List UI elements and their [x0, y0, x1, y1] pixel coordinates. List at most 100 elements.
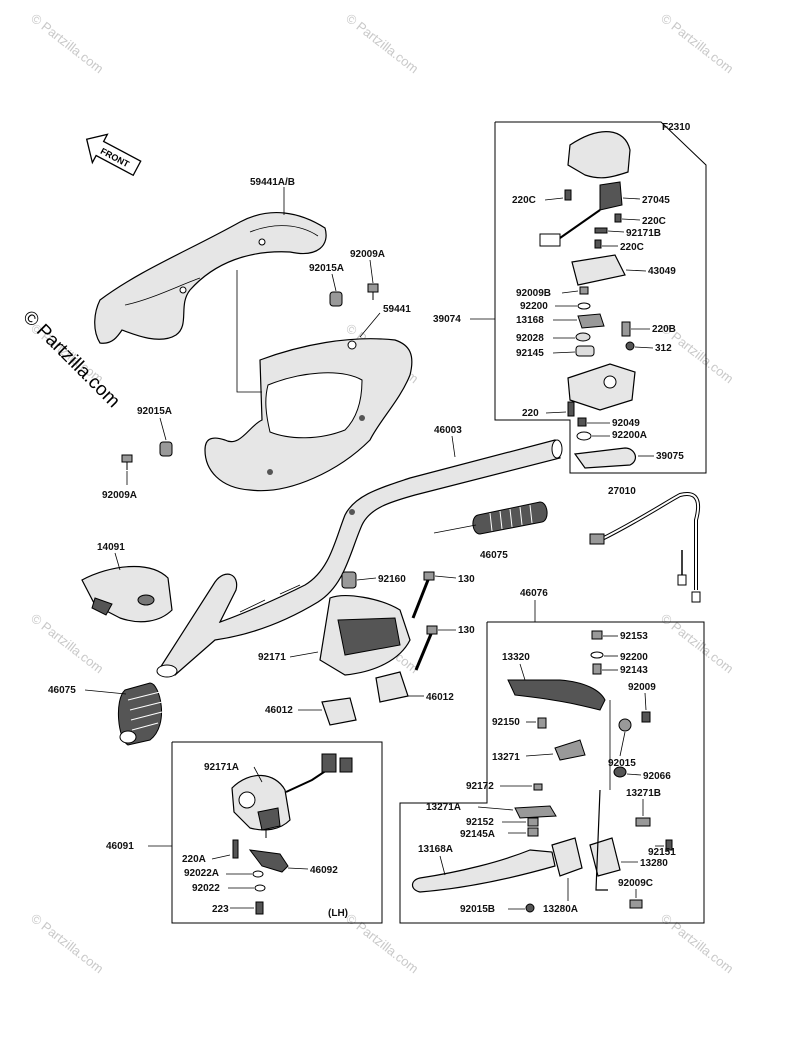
collar-92015a-top — [329, 291, 343, 307]
label-92009: 92009 — [628, 682, 656, 693]
collar-92143 — [592, 663, 602, 675]
label-220c-b: 220C — [642, 216, 666, 227]
handlebar-cover-59441ab — [94, 211, 327, 344]
spring-92145a — [527, 827, 539, 837]
label-92200-top: 92200 — [520, 301, 548, 312]
label-92015: 92015 — [608, 758, 636, 769]
label-92143: 92143 — [620, 665, 648, 676]
collar-92015a-left — [159, 441, 173, 457]
spring-92145 — [575, 345, 595, 357]
label-92145a: 92145A — [460, 829, 495, 840]
brake-lever-box — [399, 621, 705, 924]
label-13168a: 13168A — [418, 844, 453, 855]
label-92151: 92151 — [648, 847, 676, 858]
label-13271a: 13271A — [426, 802, 461, 813]
watermark-text: © Partzilla.com — [28, 911, 106, 977]
washer-92200a — [576, 431, 592, 441]
label-312: 312 — [655, 343, 672, 354]
watermark-text: © Partzilla.com — [343, 11, 421, 77]
label-220b: 220B — [652, 324, 676, 335]
cap-92066 — [613, 766, 627, 778]
gasket-92171 — [319, 595, 411, 676]
screw-92152 — [527, 817, 539, 827]
lh-note: (LH) — [328, 908, 348, 919]
watermark-text: © Partzilla.com — [658, 11, 736, 77]
label-13168: 13168 — [516, 315, 544, 326]
lever-39075 — [573, 447, 637, 469]
label-59441: 59441 — [383, 304, 411, 315]
grip-46075-left — [117, 682, 163, 746]
label-46003: 46003 — [434, 425, 462, 436]
label-46091: 46091 — [106, 841, 134, 852]
collar-92028 — [575, 332, 591, 342]
screw-92151 — [665, 839, 673, 851]
bracket-13271 — [554, 739, 586, 761]
label-92009b: 92009B — [516, 288, 551, 299]
nut-312 — [625, 341, 635, 351]
lh-switch-box — [171, 741, 383, 924]
label-92171: 92171 — [258, 652, 286, 663]
label-59441ab: 59441A/B — [250, 177, 295, 188]
screw-220c-b — [614, 213, 622, 223]
watermark-text: © Partzilla.com — [28, 611, 106, 677]
label-220c-a: 220C — [512, 195, 536, 206]
washer-92022a — [252, 870, 264, 878]
label-220a: 220A — [182, 854, 206, 865]
label-92009a-top: 92009A — [350, 249, 385, 260]
bolt-92009a-top — [367, 283, 379, 300]
label-92150: 92150 — [492, 717, 520, 728]
label-92172: 92172 — [466, 781, 494, 792]
label-13271b: 13271B — [626, 788, 661, 799]
clamp-92160 — [341, 571, 357, 589]
label-46075-left: 46075 — [48, 685, 76, 696]
label-39074: 39074 — [433, 314, 461, 325]
label-92015b: 92015B — [460, 904, 495, 915]
throttle-housing-lower — [567, 363, 636, 411]
label-223: 223 — [212, 904, 229, 915]
bracket-13271a — [514, 805, 557, 819]
label-13271: 13271 — [492, 752, 520, 763]
label-92200a: 92200A — [612, 430, 647, 441]
label-46075-right: 46075 — [480, 550, 508, 561]
nut-92049 — [577, 417, 587, 427]
cover-43049 — [571, 254, 626, 286]
label-92015a-left: 92015A — [137, 406, 172, 417]
screw-220c-c — [594, 239, 602, 249]
cable-27010 — [589, 492, 701, 603]
lever-13168a — [411, 849, 556, 893]
label-46012-right: 46012 — [426, 692, 454, 703]
label-92153: 92153 — [620, 631, 648, 642]
label-13280a: 13280A — [543, 904, 578, 915]
label-92200-mid: 92200 — [620, 652, 648, 663]
bolt-130-lower — [414, 625, 438, 671]
label-92015a-top: 92015A — [309, 263, 344, 274]
lower-cover-59441 — [204, 338, 413, 492]
label-92009a-left: 92009A — [102, 490, 137, 501]
grip-46075-right — [433, 501, 548, 535]
switch-13280 — [589, 789, 621, 891]
screw-220 — [567, 401, 575, 417]
clamp-92171b — [594, 227, 608, 234]
screw-223 — [255, 901, 264, 915]
bolt-92150 — [537, 717, 547, 729]
lever-46092 — [248, 849, 289, 873]
label-92160: 92160 — [378, 574, 406, 585]
bolt-92009c — [629, 899, 643, 909]
holder-46012-right — [375, 671, 409, 703]
bolt-92009a-left — [121, 454, 133, 470]
screw-92009 — [641, 711, 651, 723]
washer-92200-top — [577, 302, 591, 310]
label-46076: 46076 — [520, 588, 548, 599]
label-46012-left: 46012 — [265, 705, 293, 716]
label-92022: 92022 — [192, 883, 220, 894]
screw-92172 — [533, 783, 543, 791]
figure-code: F2310 — [662, 122, 691, 133]
label-92171a: 92171A — [204, 762, 239, 773]
nut-92015b — [525, 903, 535, 913]
lever-13320 — [507, 679, 606, 711]
label-27010: 27010 — [608, 486, 636, 497]
label-92171b: 92171B — [626, 228, 661, 239]
screw-92009b — [579, 286, 589, 295]
bracket-13271b — [635, 817, 651, 827]
